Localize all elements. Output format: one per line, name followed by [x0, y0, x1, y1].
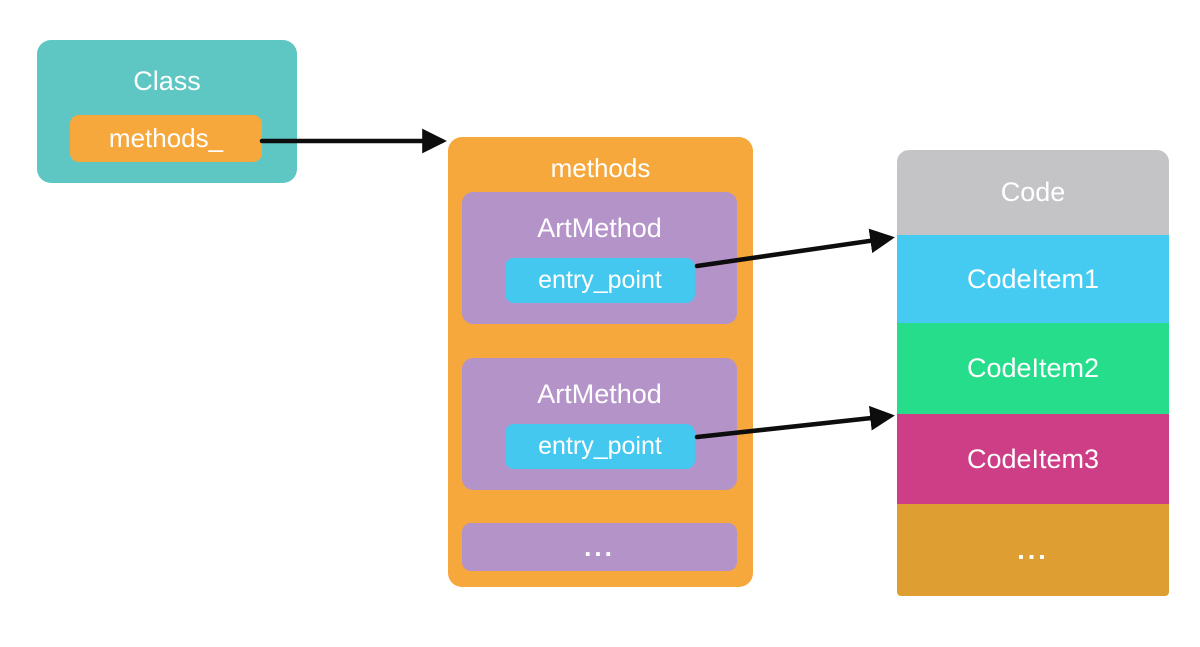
- code-row-item3: CodeItem3: [897, 414, 1169, 504]
- artmethod-1-title: ArtMethod: [537, 213, 662, 243]
- code-row-item2-label: CodeItem2: [966, 353, 1100, 383]
- class-box: Class methods_: [37, 40, 297, 183]
- artmethod-2-entry-point-field: entry_point: [505, 424, 695, 469]
- code-row-item3-label: CodeItem3: [966, 443, 1100, 474]
- artmethod-2-entry-point-label: entry_point: [538, 432, 662, 460]
- artmethod-1-entry-point-field: entry_point: [505, 258, 695, 303]
- artmethod-1-entry-point-label: entry_point: [538, 266, 662, 294]
- methods-ellipsis-label: ...: [584, 531, 615, 562]
- code-row-item2: CodeItem2: [897, 323, 1169, 414]
- code-row-item1: CodeItem1: [897, 235, 1169, 323]
- class-methods-field-label: methods_: [108, 123, 224, 153]
- code-row-header: Code: [897, 150, 1169, 235]
- code-row-ellipsis-label: ...: [1017, 534, 1049, 565]
- methods-box-title: methods: [550, 153, 651, 183]
- artmethod-2-title: ArtMethod: [537, 379, 662, 409]
- class-methods-field: methods_: [70, 115, 262, 162]
- methods-ellipsis-box: ...: [462, 523, 737, 571]
- methods-box: methods ArtMethod entry_point ArtMethod …: [448, 137, 753, 587]
- class-box-title: Class: [133, 66, 201, 96]
- code-column: Code CodeItem1 CodeItem2 CodeItem3 ...: [897, 150, 1169, 596]
- code-row-header-label: Code: [1000, 177, 1066, 207]
- artmethod-box-1: ArtMethod entry_point: [462, 192, 737, 324]
- code-row-ellipsis: ...: [897, 504, 1169, 596]
- artmethod-box-2: ArtMethod entry_point: [462, 358, 737, 490]
- code-row-item1-label: CodeItem1: [966, 263, 1100, 294]
